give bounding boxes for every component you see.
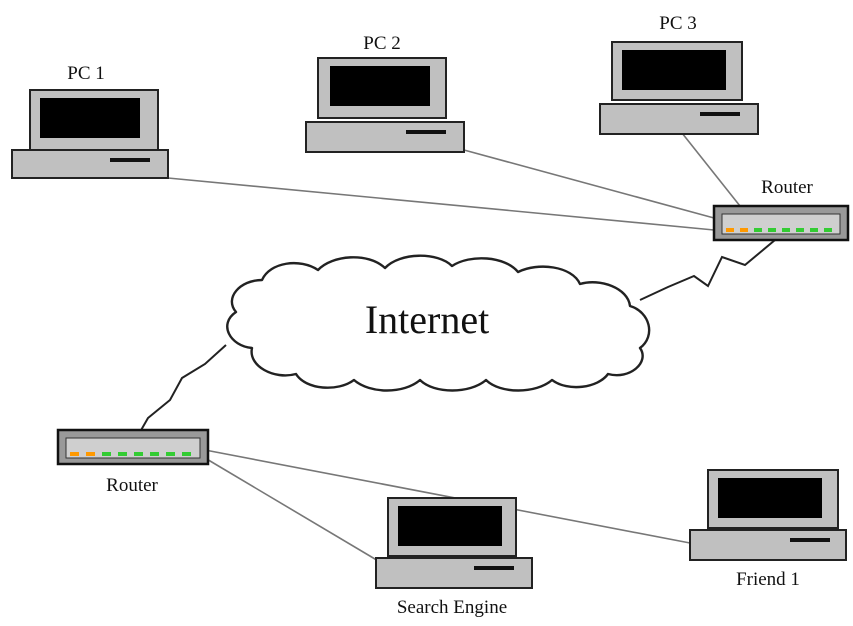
cloud-shape [226, 254, 651, 392]
pc3-label: PC 3 [659, 13, 697, 34]
links-layer [167, 132, 741, 563]
friend1-label: Friend 1 [736, 569, 800, 590]
wan-links-layer [139, 239, 776, 433]
link-internet-router [139, 344, 227, 433]
internet-cloud [226, 254, 651, 392]
router-top [712, 204, 850, 242]
link-pc2-router [463, 149, 715, 219]
monitor-screen [398, 506, 502, 546]
computer-search-engine [375, 497, 533, 589]
link-router-search [204, 457, 381, 563]
internet-label: Internet [364, 297, 490, 342]
computer-pc3 [599, 41, 759, 135]
pc1-label: PC 1 [67, 63, 105, 84]
computer-pc2 [305, 57, 465, 153]
link-router-internet [639, 239, 776, 301]
monitor-screen [622, 50, 726, 90]
computer-friend1 [689, 469, 847, 561]
router-bottom [56, 428, 210, 466]
router-bottom-label: Router [106, 475, 158, 496]
search-engine-label: Search Engine [396, 597, 508, 618]
pc2-label: PC 2 [363, 33, 401, 54]
computer-pc1 [11, 89, 169, 179]
monitor-screen [330, 66, 430, 106]
router-leds [70, 452, 191, 456]
monitor-screen [40, 98, 140, 138]
link-pc3-router [681, 132, 741, 207]
router-leds [726, 228, 832, 232]
link-router-friend [204, 449, 691, 544]
router-top-label: Router [761, 177, 813, 198]
monitor-screen [718, 478, 822, 518]
link-pc1-router [167, 177, 715, 231]
